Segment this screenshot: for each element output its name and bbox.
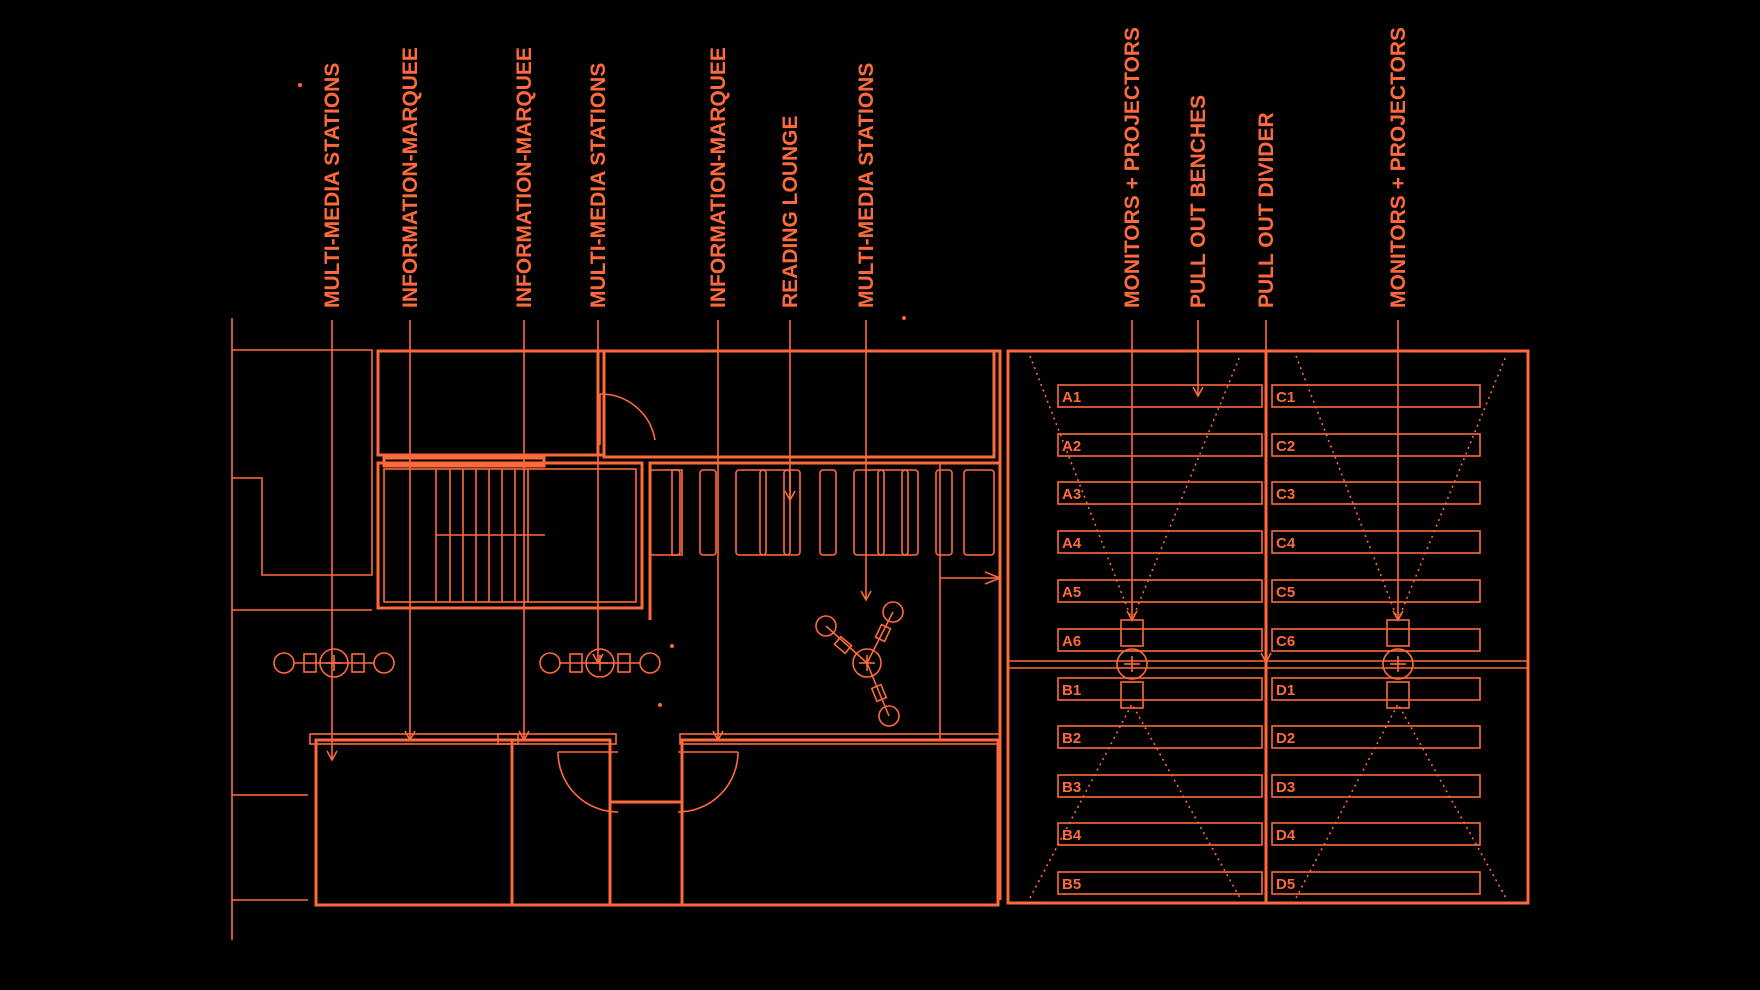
multimedia-station-2 — [539, 648, 661, 678]
bench — [1271, 433, 1481, 457]
bench-label: A6 — [1062, 633, 1081, 650]
bench — [1271, 628, 1481, 652]
bench-label: A5 — [1062, 584, 1081, 601]
bench-label: B3 — [1062, 779, 1081, 796]
bench — [1271, 871, 1481, 895]
bench-label: D5 — [1276, 876, 1295, 893]
bench-label: A4 — [1062, 535, 1082, 552]
bench-label: B4 — [1062, 827, 1082, 844]
callout-arrow — [518, 730, 530, 742]
bench — [1057, 481, 1263, 505]
callout-label: READING LOUNGE — [779, 115, 802, 308]
bench-label: A2 — [1062, 438, 1081, 455]
callout-label: MULTI-MEDIA STATIONS — [587, 63, 610, 308]
bench — [1057, 774, 1263, 798]
bench-label: C4 — [1276, 535, 1296, 552]
callout-label: PULL OUT DIVIDER — [1255, 112, 1278, 308]
bench — [1057, 433, 1263, 457]
bench — [1057, 871, 1263, 895]
callout-label: PULL OUT BENCHES — [1187, 95, 1210, 308]
multimedia-station-3 — [815, 601, 904, 727]
bench — [1057, 822, 1263, 846]
bench — [1057, 530, 1263, 554]
bench-label: B2 — [1062, 730, 1081, 747]
bench-label: C2 — [1276, 438, 1295, 455]
bench-label: B1 — [1062, 682, 1081, 699]
bench-label: C3 — [1276, 486, 1295, 503]
callout-arrow — [784, 490, 796, 502]
bench-label: C1 — [1276, 389, 1295, 406]
callout-label: MULTI-MEDIA STATIONS — [855, 63, 878, 308]
bench — [1271, 481, 1481, 505]
bench — [1057, 725, 1263, 749]
callout-arrow — [1192, 386, 1204, 398]
callout-labels: MULTI-MEDIA STATIONS INFORMATION-MARQUEE I… — [321, 27, 1410, 762]
bench — [1057, 579, 1263, 603]
bench-label: D4 — [1276, 827, 1296, 844]
bench — [1271, 774, 1481, 798]
reading-lounge-seating — [649, 469, 995, 556]
callout-label: INFORMATION-MARQUEE — [399, 47, 422, 308]
callout-arrow — [1260, 652, 1272, 664]
callout-label: INFORMATION-MARQUEE — [513, 47, 536, 308]
callout-label: MONITORS + PROJECTORS — [1121, 27, 1144, 308]
callout-arrow — [1392, 610, 1404, 622]
plan-walls — [231, 318, 1003, 940]
callout-arrow — [1126, 610, 1138, 622]
callout-arrow — [326, 750, 338, 762]
bench — [1057, 384, 1263, 408]
bench-label: D1 — [1276, 682, 1295, 699]
bench — [1271, 530, 1481, 554]
bench-label: B5 — [1062, 876, 1081, 893]
bench-label: D2 — [1276, 730, 1295, 747]
callout-label: INFORMATION-MARQUEE — [707, 47, 730, 308]
bench — [1271, 725, 1481, 749]
multimedia-station-1 — [273, 648, 395, 678]
projector-unit-left — [1116, 619, 1148, 709]
bench — [1271, 579, 1481, 603]
callout-label: MULTI-MEDIA STATIONS — [321, 63, 344, 308]
bench-label: A1 — [1062, 389, 1081, 406]
callout-label: MONITORS + PROJECTORS — [1387, 27, 1410, 308]
callout-arrow — [860, 590, 872, 602]
speck-marks — [298, 83, 906, 707]
bench — [1271, 384, 1481, 408]
projector-unit-right — [1382, 619, 1414, 709]
bench-label: D3 — [1276, 779, 1295, 796]
callout-arrow — [592, 653, 604, 665]
bench — [1271, 822, 1481, 846]
bench — [1057, 677, 1263, 701]
bench — [1271, 677, 1481, 701]
stair-treads — [382, 456, 546, 602]
bench-label: A3 — [1062, 486, 1081, 503]
callout-arrow — [712, 730, 724, 742]
bench-label: C6 — [1276, 633, 1295, 650]
callout-arrow — [404, 730, 416, 742]
bench — [1057, 628, 1263, 652]
bench-label: C5 — [1276, 584, 1295, 601]
